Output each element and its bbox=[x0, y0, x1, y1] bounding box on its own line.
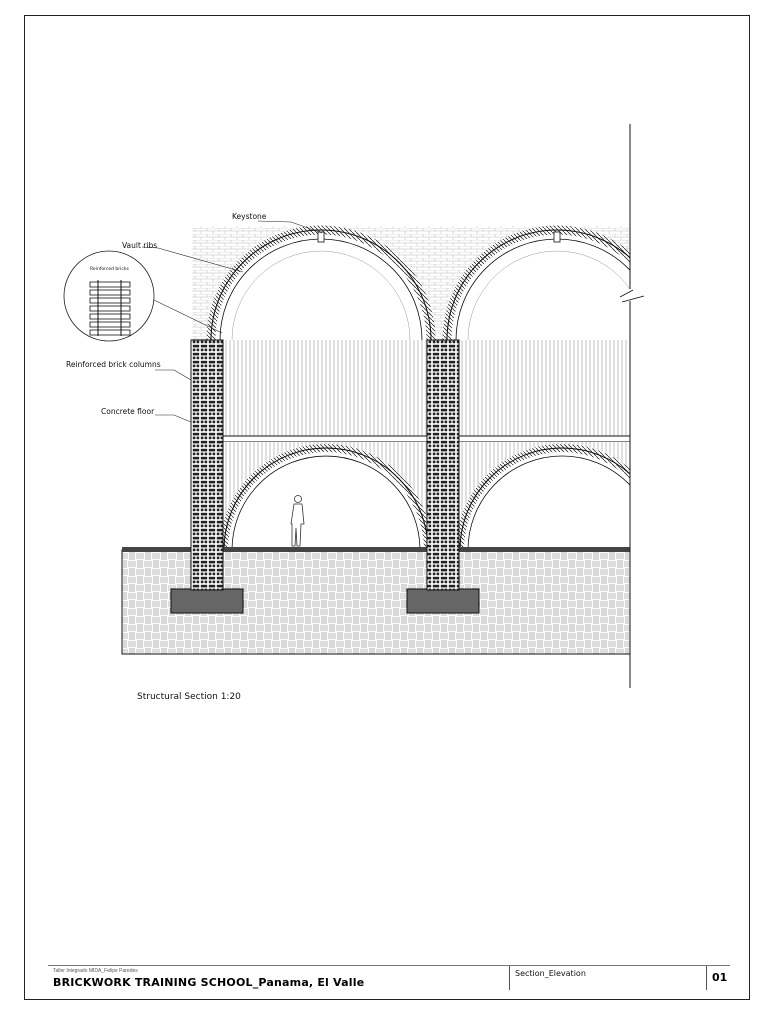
vault-ribs-label: Vault ribs bbox=[122, 241, 158, 250]
sheet-name: Section_Elevation bbox=[515, 969, 586, 978]
brick-column-right bbox=[426, 339, 460, 591]
author-credit: Taller Integrado MIDA_Felipe Paredes bbox=[53, 968, 138, 974]
drawing-sheet-border bbox=[24, 15, 750, 1000]
footing-left bbox=[170, 588, 244, 614]
human-scale-figure bbox=[290, 495, 305, 547]
wall-panel-upper bbox=[192, 340, 630, 436]
keystone-marks bbox=[317, 231, 561, 243]
columns-label: Reinforced brick columns bbox=[66, 360, 161, 369]
upper-vault-ribs bbox=[206, 225, 630, 341]
number-divider bbox=[706, 966, 707, 990]
leader-lines bbox=[141, 220, 323, 423]
ground-slab bbox=[122, 547, 630, 552]
section-cut-line bbox=[619, 124, 645, 688]
detail-title-label: Reinforced bricks bbox=[90, 267, 129, 272]
lower-arches bbox=[220, 444, 630, 551]
sheet-number: 01 bbox=[712, 971, 728, 984]
project-title: BRICKWORK TRAINING SCHOOL_Panama, El Val… bbox=[53, 976, 365, 989]
title-divider bbox=[509, 966, 510, 990]
brick-column-left bbox=[190, 339, 224, 591]
detail-callout bbox=[63, 250, 155, 342]
drawing-caption: Structural Section 1:20 bbox=[137, 692, 241, 702]
floor-label: Concrete floor bbox=[101, 407, 155, 416]
title-block: Taller Integrado MIDA_Felipe Paredes BRI… bbox=[48, 965, 730, 990]
footing-right bbox=[406, 588, 480, 614]
concrete-floor-slab bbox=[191, 435, 630, 443]
keystone-label: Keystone bbox=[232, 212, 267, 221]
